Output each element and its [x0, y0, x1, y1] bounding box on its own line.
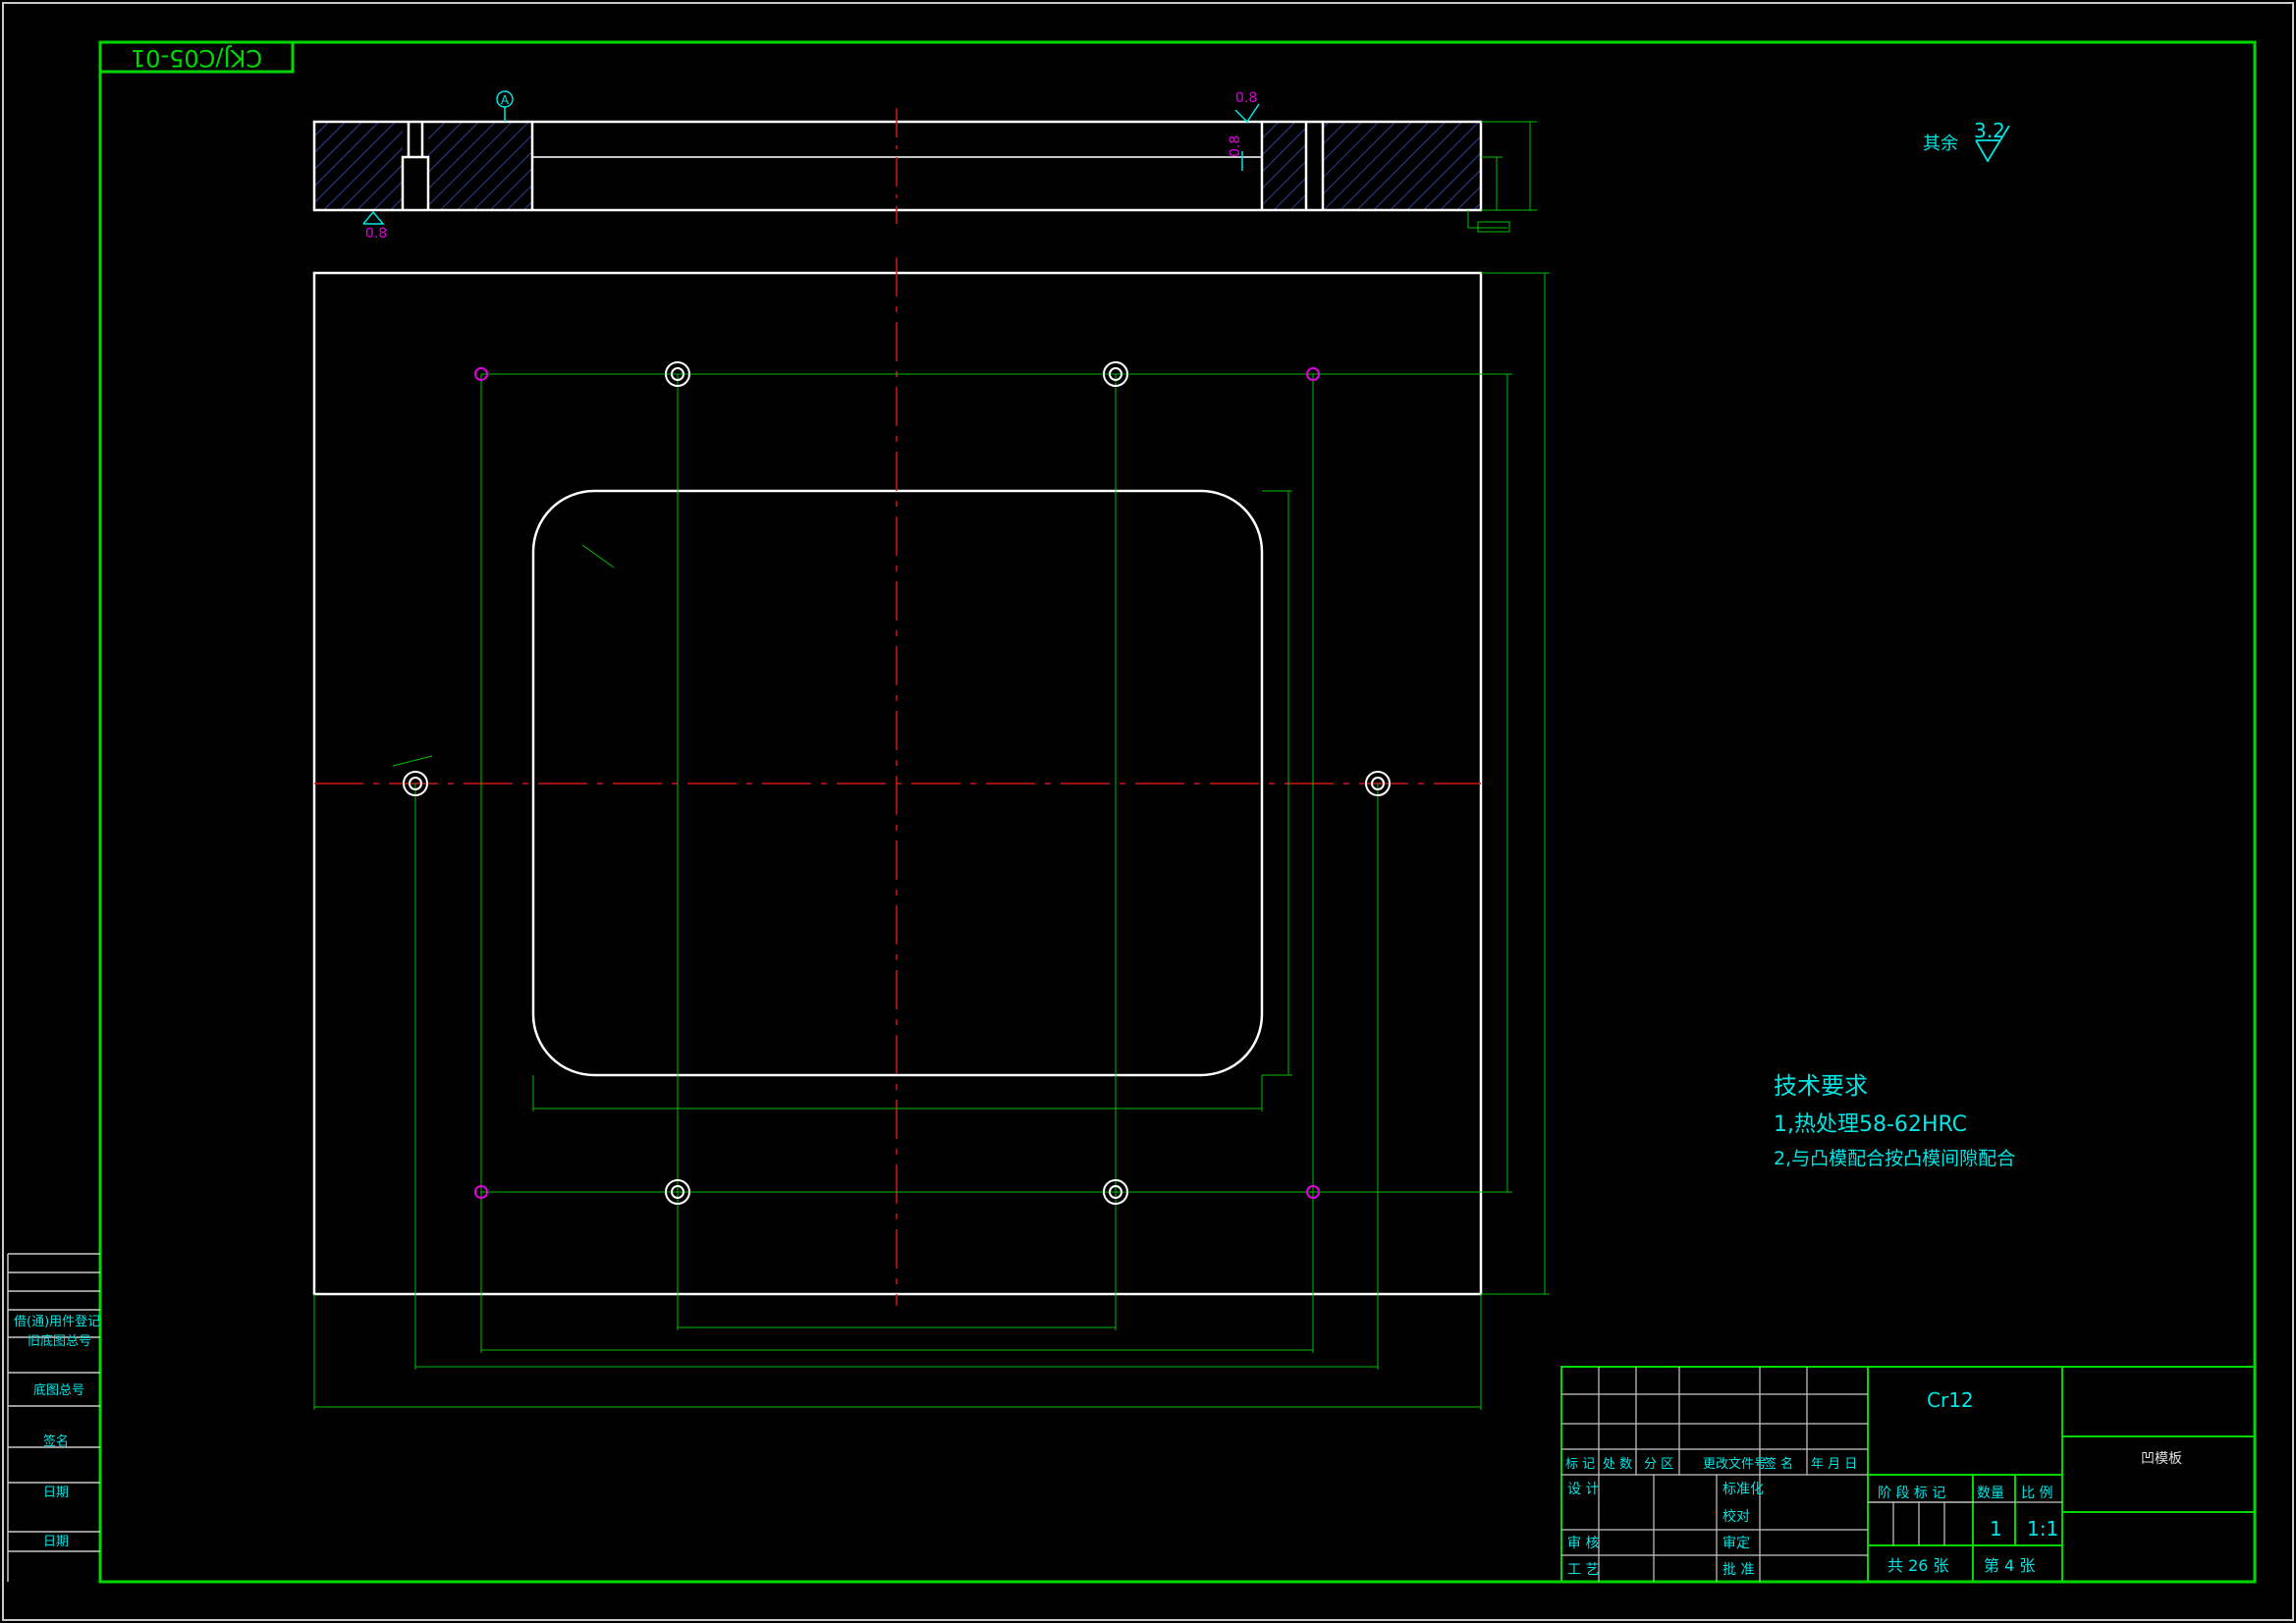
tech-item: 1,热处理58-62HRC	[1774, 1112, 1967, 1137]
plan-view	[312, 257, 1550, 1410]
tb-sheet-total: 共 26 张	[1887, 1556, 1949, 1575]
section-view: A 0.8 0.8 0.8	[312, 90, 1537, 242]
tb-material: Cr12	[1927, 1388, 1974, 1412]
tb-change-label: 处 数	[1603, 1457, 1632, 1472]
roughness-prefix: 其余	[1923, 134, 1958, 154]
tb-role: 标准化	[1722, 1482, 1764, 1497]
tech-item: 2,与凸模配合按凸模间隙配合	[1774, 1148, 2015, 1169]
roughness-value: 0.8	[365, 226, 387, 242]
tb-part-name: 凹模板	[2141, 1451, 2182, 1467]
tb-change-label: 分 区	[1644, 1457, 1673, 1472]
tb-role: 设 计	[1567, 1482, 1599, 1497]
tb-change-label: 年 月 日	[1811, 1457, 1857, 1472]
tb-role: 审 核	[1567, 1536, 1599, 1551]
tb-sheet-index: 第 4 张	[1984, 1556, 2035, 1575]
tech-heading: 技术要求	[1774, 1072, 1868, 1100]
tb-role: 审定	[1722, 1536, 1750, 1551]
strip-label: 签名	[43, 1434, 69, 1449]
mounting-holes	[403, 361, 1391, 1205]
pin-holes	[474, 367, 1320, 1199]
roughness-value: 0.8	[1228, 135, 1243, 157]
tb-change-label: 标 记	[1565, 1457, 1595, 1472]
left-strip	[7, 1253, 100, 1582]
roughness-value: 0.8	[1235, 90, 1257, 106]
tb-role: 校对	[1722, 1508, 1750, 1525]
tb-stage-header: 阶 段 标 记	[1878, 1486, 1945, 1501]
code-box-text: CKJ/C05-01	[131, 44, 262, 72]
strip-label: 日期	[43, 1486, 69, 1500]
drawing-frame	[98, 40, 2257, 1584]
general-roughness: 其余 3.2	[1923, 119, 2010, 163]
tb-change-label: 更改文件号	[1703, 1457, 1767, 1472]
tb-scale: 1:1	[2027, 1517, 2058, 1541]
code-box: CKJ/C05-01	[98, 40, 295, 74]
strip-label: 底图总号	[33, 1382, 84, 1398]
tb-stage-header: 数量	[1977, 1486, 2004, 1501]
tb-role: 工 艺	[1567, 1562, 1599, 1578]
left-strip-labels: 借(通)用件登记 旧底图总号 底图总号 签名 日期 日期	[14, 1315, 100, 1549]
strip-label: 借(通)用件登记	[14, 1315, 100, 1329]
roughness-general-value: 3.2	[1974, 119, 2005, 142]
tb-role: 批 准	[1722, 1562, 1754, 1578]
strip-label: 日期	[43, 1535, 69, 1549]
die-opening	[531, 489, 1264, 1077]
tech-requirements: 技术要求 1,热处理58-62HRC 2,与凸模配合按凸模间隙配合	[1774, 1072, 2015, 1169]
tb-stage-header: 比 例	[2021, 1486, 2052, 1501]
tb-quantity: 1	[1990, 1517, 2002, 1541]
strip-label: 旧底图总号	[27, 1333, 91, 1349]
tb-change-label: 签 名	[1764, 1456, 1793, 1472]
datum-label: A	[501, 93, 510, 107]
title-block: 标 记 处 数 分 区 更改文件号 签 名 年 月 日 设 计 审 核 工 艺 …	[1560, 1366, 2256, 1583]
